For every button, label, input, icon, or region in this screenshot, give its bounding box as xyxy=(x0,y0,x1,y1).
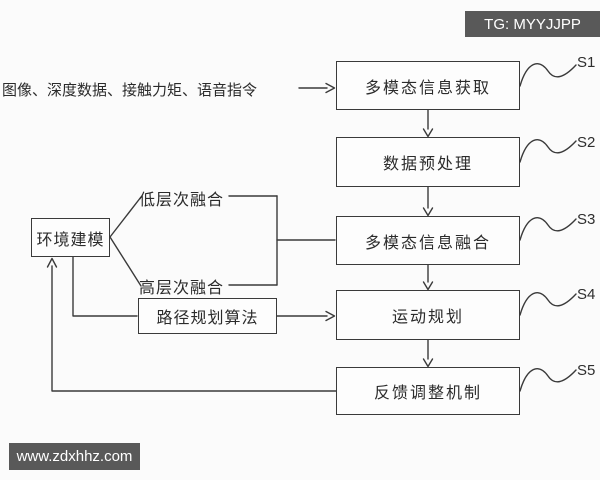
arrowhead-s4-to-s5 xyxy=(422,358,434,368)
arrowhead-s3-to-s4 xyxy=(422,281,434,291)
squiggle-s4 xyxy=(519,292,577,316)
arrowhead-feedback-to-environment xyxy=(46,257,58,268)
arrowhead-input-to-s1 xyxy=(325,82,336,94)
high-level-fusion-label: 高层次融合 xyxy=(139,280,225,297)
step-box-data-preprocessing: 数据预处理 xyxy=(336,137,520,187)
branch-lines-environment-fusion xyxy=(109,196,142,287)
squiggle-s2 xyxy=(519,139,577,163)
input-sources-label: 图像、深度数据、接触力矩、语音指令 xyxy=(2,83,258,99)
step-ref-s4: S4 xyxy=(577,286,596,303)
watermark-bottom-left: www.zdxhhz.com xyxy=(9,443,140,470)
squiggle-s5 xyxy=(519,368,577,392)
step-ref-s5: S5 xyxy=(577,362,596,379)
step-box-multimodal-acquisition: 多模态信息获取 xyxy=(336,61,520,110)
step-box-feedback-adjustment: 反馈调整机制 xyxy=(336,367,520,415)
squiggle-s3 xyxy=(519,217,577,241)
low-level-fusion-label: 低层次融合 xyxy=(139,192,225,209)
environment-modeling-box: 环境建模 xyxy=(31,218,110,257)
step-box-multimodal-fusion: 多模态信息融合 xyxy=(336,216,520,265)
arrowhead-s2-to-s3 xyxy=(422,207,434,217)
line-environment-to-pathplanning xyxy=(72,256,138,317)
watermark-top-right: TG: MYYJJPP xyxy=(465,11,600,37)
arrowhead-pathplanning-to-s4 xyxy=(325,310,336,322)
step-box-motion-planning: 运动规划 xyxy=(336,290,520,340)
arrowhead-s1-to-s2 xyxy=(422,128,434,138)
step-ref-s2: S2 xyxy=(577,134,596,151)
step-ref-s1: S1 xyxy=(577,54,596,71)
path-planning-box: 路径规划算法 xyxy=(138,298,277,334)
squiggle-s1 xyxy=(519,63,577,87)
step-ref-s3: S3 xyxy=(577,211,596,228)
